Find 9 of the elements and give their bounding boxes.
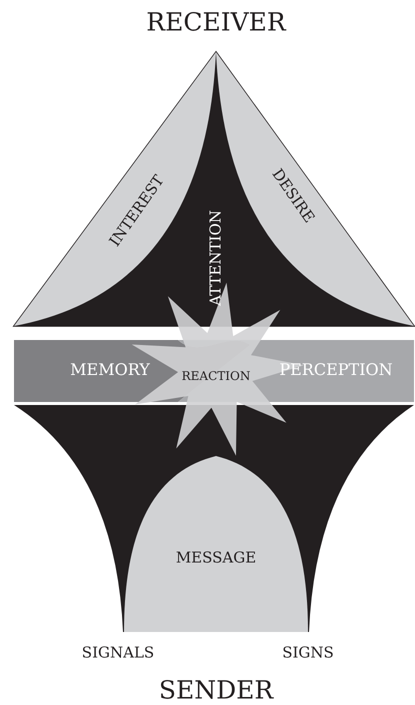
band-label: PERCEPTION	[279, 362, 393, 378]
arch-label: MESSAGE	[176, 550, 256, 566]
receiver-heading: RECEIVER	[146, 10, 286, 34]
text-label: SIGNALS	[82, 646, 154, 660]
region-label: ATTENTION	[208, 210, 224, 306]
band-label: MEMORY	[70, 362, 150, 378]
star-label: REACTION	[182, 370, 250, 382]
text-label: SIGNS	[282, 646, 334, 660]
sender-heading: SENDER	[158, 678, 274, 702]
